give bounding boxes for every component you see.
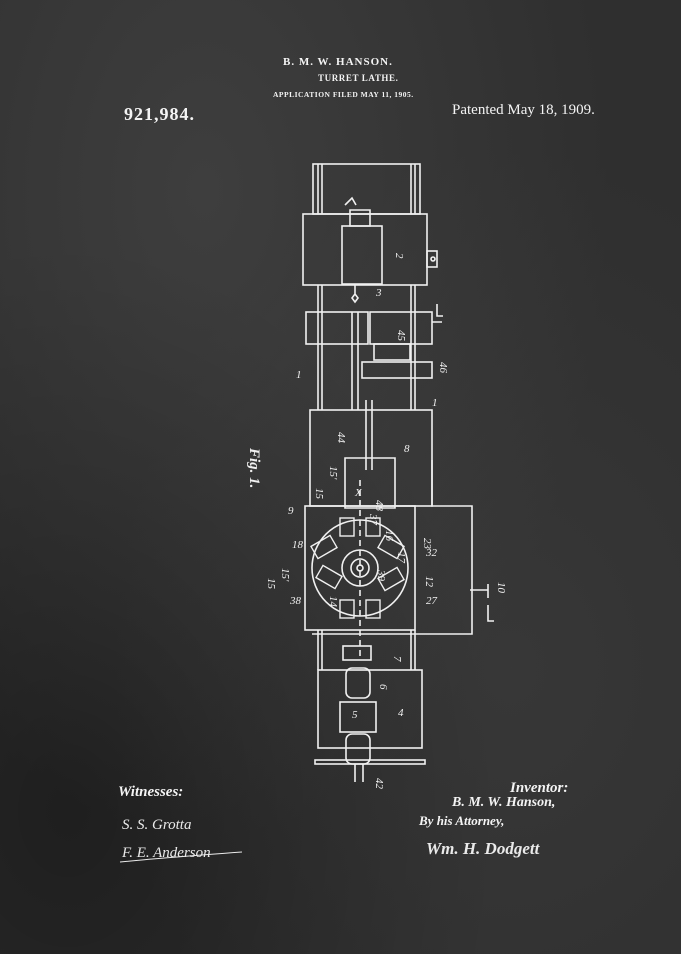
ref-32: 32 (425, 547, 438, 559)
figure-label: Fig. 1. (246, 447, 262, 488)
ref-16: 16 (383, 530, 395, 542)
ref-45: 45 (395, 330, 407, 342)
ref-44: 44 (335, 432, 347, 444)
ref-38: 38 (289, 595, 302, 607)
ref-6: 6 (377, 684, 389, 690)
ref-14: 14 (327, 596, 339, 608)
ref-17: 17 (395, 552, 407, 564)
attorney-label: By his Attorney, (419, 813, 505, 828)
turret (304, 480, 494, 660)
ref-x: X (354, 487, 363, 499)
ref-27: 27 (426, 595, 438, 607)
ref-15p-a: 15' (327, 466, 339, 480)
witness-1-signature: S. S. Grotta (122, 817, 191, 833)
witnesses-label: Witnesses: (118, 784, 184, 800)
ref-46: 46 (437, 362, 449, 374)
attorney-signature: Wm. H. Dodgett (426, 839, 541, 858)
ref-39: 39 (375, 569, 387, 582)
ref-1a: 1 (296, 369, 302, 381)
patent-title: TURRET LATHE. (318, 73, 399, 83)
ref-2: 2 (393, 253, 405, 259)
carriage (305, 304, 443, 410)
ref-37: 37 (367, 513, 379, 526)
ref-12: 12 (423, 576, 435, 588)
lathe-bed (312, 163, 421, 670)
ref-23: 23 (421, 538, 433, 550)
ref-10: 10 (495, 582, 507, 594)
ref-1b: 1 (432, 397, 438, 409)
ref-9: 9 (288, 505, 294, 517)
reference-numerals: 2 3 1 45 46 1 44 8 9 15 15' 48 37 X 16 2… (265, 253, 507, 790)
tailstock (314, 645, 426, 782)
inventor-name: B. M. W. HANSON. (283, 56, 393, 68)
inventor-signature: B. M. W. Hanson, (452, 795, 556, 810)
patent-date: Patented May 18, 1909. (452, 102, 595, 118)
application-filed: APPLICATION FILED MAY 11, 1905. (273, 90, 414, 99)
inventor-label: Inventor: (510, 780, 569, 796)
signature-flourish (119, 851, 243, 863)
ref-15b: 15 (265, 578, 277, 590)
ref-5: 5 (352, 709, 358, 721)
ref-18a: 18 (292, 539, 304, 551)
ref-8: 8 (404, 443, 410, 455)
ref-42: 42 (373, 778, 385, 790)
ref-15p-b: 15' (279, 568, 291, 582)
patent-number: 921,984. (124, 104, 195, 124)
ref-7: 7 (391, 656, 403, 662)
ref-15a: 15 (313, 488, 325, 500)
witness-2-signature: F. E. Anderson (121, 845, 211, 861)
headstock (302, 196, 438, 304)
ref-3: 3 (375, 287, 382, 299)
ref-48: 48 (373, 500, 385, 512)
ref-4: 4 (398, 707, 404, 719)
